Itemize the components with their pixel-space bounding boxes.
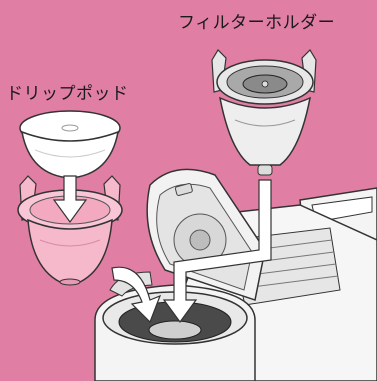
drip-pod-label: ドリップポッド xyxy=(6,79,129,104)
machine-lid-disc-center xyxy=(190,230,210,250)
drip-pod xyxy=(20,111,120,178)
filter-holder-label: フィルターホルダー xyxy=(178,8,335,33)
filter-holder-nozzle xyxy=(258,165,272,175)
machine-receptacle-bottom xyxy=(149,321,201,339)
filter-holder-cone xyxy=(220,98,310,165)
pink-holder-cup xyxy=(28,220,112,282)
filter-holder xyxy=(212,50,316,175)
